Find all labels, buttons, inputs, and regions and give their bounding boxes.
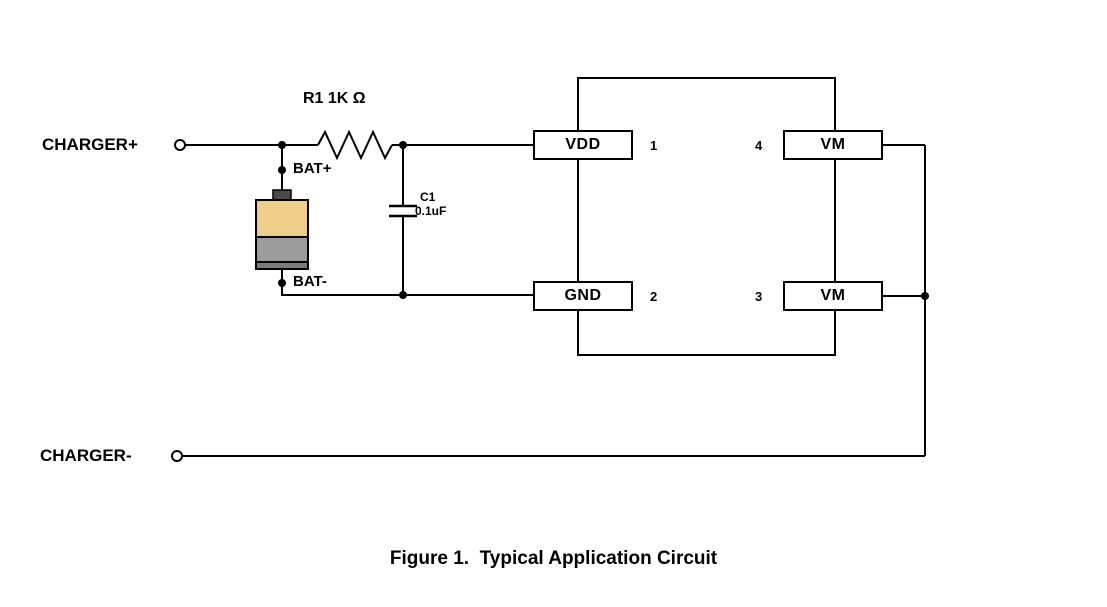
pin-number-4: 4 — [755, 138, 763, 153]
resistor-label: R1 1K Ω — [303, 90, 366, 107]
junction-dots — [278, 141, 929, 300]
pin-box-vm-bottom: VM — [783, 281, 883, 311]
charger-plus-label: CHARGER+ — [42, 135, 138, 154]
battery-positive-label: BAT+ — [293, 160, 332, 177]
pin-number-1: 1 — [650, 138, 658, 153]
junction-dot — [278, 141, 286, 149]
capacitor-value-label: 0.1uF — [415, 204, 447, 218]
junction-dot — [278, 166, 286, 174]
junction-dot — [921, 292, 929, 300]
battery-negative-block — [255, 236, 309, 263]
junction-dot — [278, 279, 286, 287]
pin-box-vm-top: VM — [783, 130, 883, 160]
battery-bottom-band — [255, 261, 309, 270]
pin-number-3: 3 — [755, 289, 763, 304]
charger-plus-terminal — [174, 139, 186, 151]
junction-dot — [399, 291, 407, 299]
figure-caption: Figure 1. Typical Application Circuit — [389, 548, 718, 569]
resistor-symbol — [317, 129, 393, 161]
battery-positive-block — [255, 199, 309, 238]
battery-symbol — [255, 189, 309, 270]
capacitor-name-label: C1 — [420, 190, 436, 204]
pin-box-gnd: GND — [533, 281, 633, 311]
charger-minus-terminal — [171, 450, 183, 462]
battery-negative-label: BAT- — [293, 273, 327, 290]
battery-terminal-cap — [272, 189, 292, 201]
pin-box-vdd: VDD — [533, 130, 633, 160]
pin-number-2: 2 — [650, 289, 658, 304]
charger-minus-label: CHARGER- — [40, 446, 132, 465]
ic-outline — [577, 77, 836, 356]
junction-dot — [399, 141, 407, 149]
